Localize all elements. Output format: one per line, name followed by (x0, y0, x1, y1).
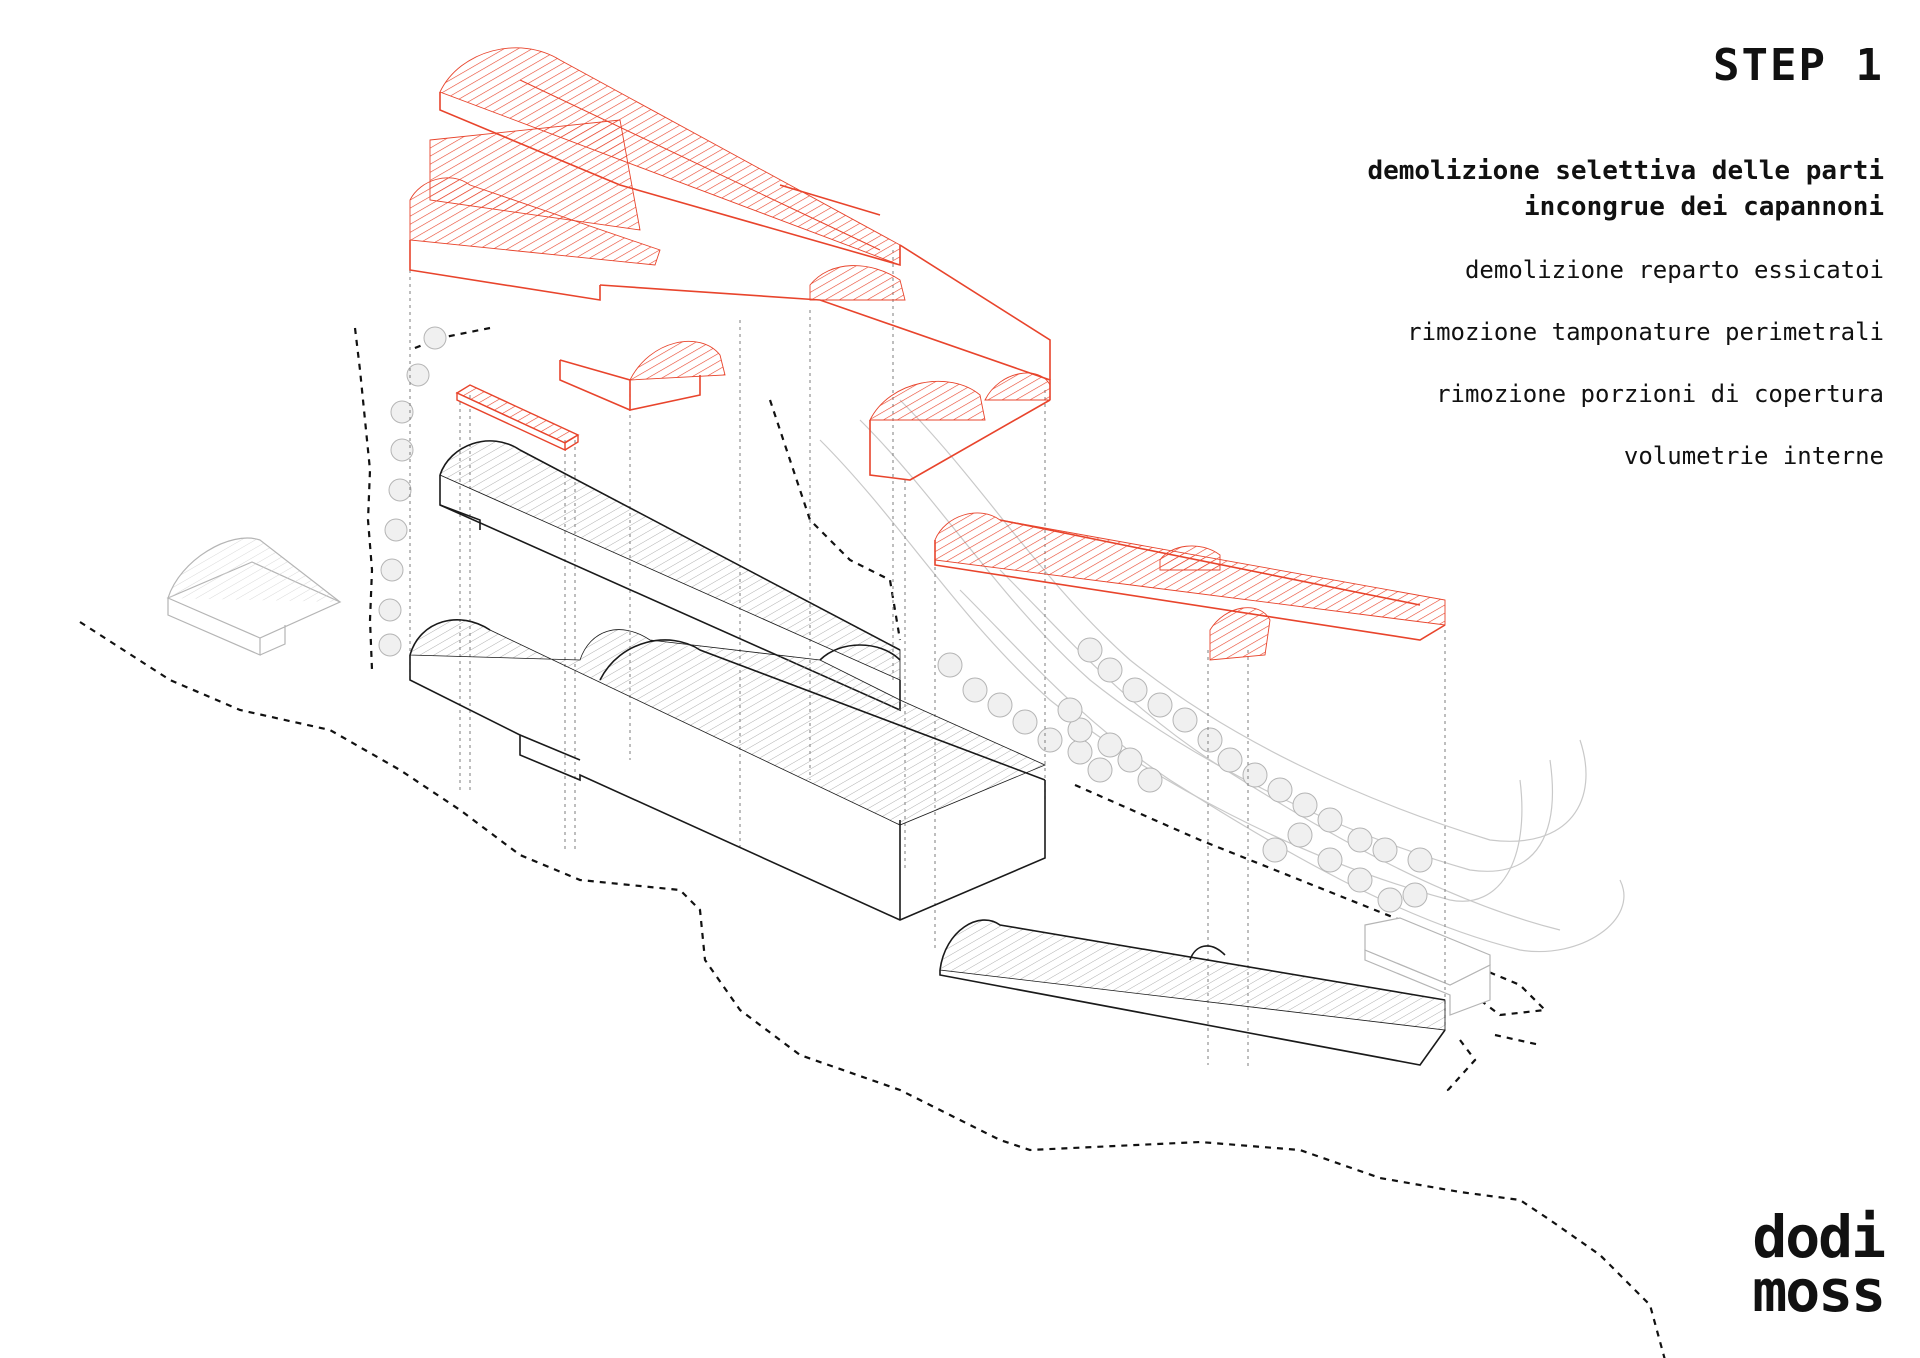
step-item-1: demolizione reparto essicatoi (1464, 256, 1884, 284)
demolition-roof-complex (409, 47, 1051, 481)
demolition-east-shed (934, 512, 1446, 661)
headline-line-1: demolizione selettiva delle parti (1367, 156, 1884, 186)
existing-shed-north (439, 440, 901, 712)
context-building-west (166, 537, 342, 656)
existing-shed-south (939, 919, 1446, 1066)
logo-line-1: dodi (1752, 1203, 1886, 1271)
context-shed-east (1364, 917, 1491, 1016)
logo-line-2: moss (1752, 1257, 1886, 1325)
brand-logo: dodi moss (1752, 1203, 1886, 1325)
existing-complex-main (409, 619, 1047, 921)
tree-group-slope (937, 637, 1433, 913)
step-item-2: rimozione tamponature perimetrali (1407, 318, 1884, 346)
step-title: STEP 1 (1713, 40, 1884, 91)
demolition-bar (455, 384, 580, 452)
trees (378, 326, 1433, 913)
step-item-3: rimozione porzioni di copertura (1436, 380, 1884, 408)
headline: demolizione selettiva delle parti incong… (1367, 153, 1884, 225)
tree-row-west (378, 326, 447, 657)
step-item-4: volumetrie interne (1623, 442, 1884, 470)
headline-line-2: incongrue dei capannoni (1523, 192, 1884, 222)
caption-panel: STEP 1 demolizione selettiva delle parti… (1367, 40, 1884, 503)
